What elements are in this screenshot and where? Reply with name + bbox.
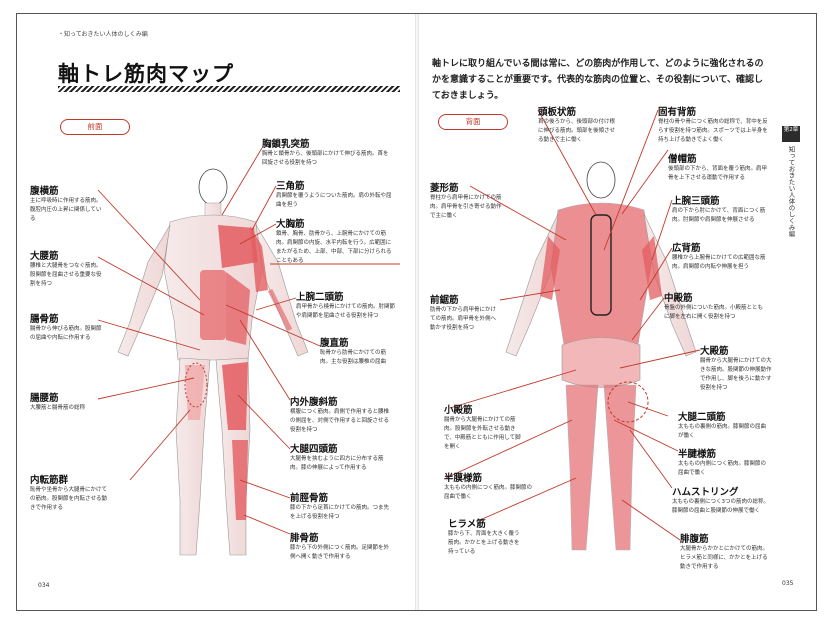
title-hatch-divider	[58, 86, 400, 92]
label-trapezius: 僧帽筋後頭部の下から、背面を覆う筋肉。肩甲骨を上下させる運動で作用する	[668, 154, 768, 181]
label-deltoid: 三角筋肩関節を覆うようについた筋肉。肩の外転や屈曲を担う	[276, 181, 392, 208]
label-latissimus-dorsi: 広背筋腰椎から上腕骨にかけての広範囲な筋肉。肩関節の内転や伸展を担う	[672, 243, 766, 270]
page-number-left: 034	[38, 582, 50, 589]
label-gluteus-maximus: 大殿筋腸骨から大腿骨にかけての大きな筋肉。股関節の伸展動作で作用し、脚を後ろに動…	[700, 346, 772, 391]
label-obliques: 内外腹斜筋横腹につく筋肉。肩側で作用すると腰椎の側屈を、対側で作用すると回旋させ…	[290, 397, 390, 433]
label-pectoralis-major: 大胸筋鎖骨、胸骨、肋骨から、上腕骨にかけての筋肉。肩関節の内旋、水平内転を行う。…	[276, 219, 392, 264]
chapter-side-text: 知っておきたい人体のしくみ編	[787, 146, 795, 237]
back-tag: 背面	[438, 114, 508, 130]
label-hamstrings: ハムストリング太ももの裏側につく3つの筋肉の総称。膝関節の屈曲と股関節の伸展で働…	[672, 487, 770, 514]
breadcrumb: ・知っておきたい人体のしくみ編	[58, 31, 148, 38]
label-tibialis-anterior: 前脛骨筋膝の下から足首にかけての筋肉。つま先を上げる役割を持つ	[290, 493, 390, 520]
label-rhomboids: 菱形筋脊柱から肩甲骨にかけての筋肉。肩甲骨を引き寄せる動作で主に働く	[430, 183, 502, 219]
label-erector-spinae: 固有背筋脊柱の骨や骨につく筋肉の総称で、背中を反らす役割を持つ筋肉。スポーツでは…	[658, 107, 768, 143]
label-gluteus-minimus: 小殿筋腸骨から大腿骨にかけての筋肉。股関節を外転させる動きで、中殿筋とともに作用…	[444, 405, 521, 450]
label-transversus-abdominis: 腹横筋主に呼吸時に作用する筋肉。腹腔内圧の上昇に関係している	[30, 186, 102, 222]
label-sternocleidomastoid: 胸鎖乳突筋胸骨と鎖骨から、後頭部にかけて伸びる筋肉。首を回旋させる役割を持つ	[262, 139, 389, 166]
front-body-figure	[117, 168, 309, 556]
label-peroneus: 腓骨筋膝から下の外側につく筋肉。足関節を外側へ開く動きで作用する	[290, 533, 390, 560]
label-rectus-abdominis: 腹直筋恥骨から肋骨にかけての筋肉。主な役割は腰椎の屈曲	[320, 338, 387, 365]
label-biceps: 上腕二頭筋肩甲骨から橈骨にかけての筋肉。肘関節や肩関節を屈曲させる役割を持つ	[296, 292, 396, 319]
label-biceps-femoris: 大腿二頭筋太ももの裏側の筋肉。膝関節の屈曲が働く	[678, 412, 767, 439]
intro-text: 軸トレに取り組んでいる間は常に、どの筋肉が作用して、どのように強化されるのかを意…	[432, 59, 764, 101]
label-soleus: ヒラメ筋膝から下、背面を大きく覆う筋肉。かかとを上げる動きを持っている	[448, 519, 520, 555]
leader-lines	[97, 109, 701, 541]
label-splenius-capitis: 頭板状筋首の後ろから、後頭部の付け根に伸びる筋肉。頭部を後傾させる動きで主に働く	[538, 107, 616, 143]
page-title: 軸トレ筋肉マップ	[58, 62, 234, 86]
back-body-figure	[505, 161, 697, 551]
book-spine	[415, 14, 419, 610]
label-semimembranosus: 半膜様筋太ももの内側につく筋肉。膝関節の屈曲で働く	[444, 473, 533, 500]
chapter-badge: 第2章	[782, 126, 800, 142]
label-gluteus-medius: 中殿筋骨盤の外側についた筋肉。小殿筋とともに脚を左右に開く役割を持つ	[664, 293, 764, 320]
label-iliopsoas: 腸腰筋大腰筋と腸骨筋の総称	[30, 393, 86, 411]
label-adductors: 内転筋群恥骨や坐骨から大腿骨にかけての筋肉。股関節を内転させる動きで作用する	[30, 475, 108, 511]
label-serratus-anterior: 前鋸筋肋骨の下から肩甲骨にかけての筋肉。肩甲骨を外側へ動かす役割を持つ	[430, 295, 497, 331]
label-iliacus: 腸骨筋腸骨から伸びる筋肉。股関節の屈曲や内転に作用する	[30, 314, 102, 341]
label-triceps: 上腕三頭筋肩の下から肘にかけて、背面につく筋肉。肘関節や肩関節を伸展させる	[672, 196, 766, 223]
label-gastrocnemius: 腓腹筋大腿骨からかかとにかけての筋肉。ヒラメ筋と同様に、かかとを上げる動きで作用…	[680, 534, 769, 570]
label-psoas-major: 大腰筋腰椎と大腿骨をつなぐ筋肉。股関節を屈曲させる重要な役割を持つ	[30, 251, 102, 287]
label-semitendinosus: 半腱様筋太ももの内側につく筋肉。膝関節の屈曲で働く	[678, 449, 767, 476]
label-quadriceps: 大腿四頭筋大腿骨を挟むように四方に分布する筋肉。膝の伸展によって作用する	[290, 444, 384, 471]
front-tag: 前面	[60, 119, 130, 135]
page-number-right: 035	[782, 580, 794, 587]
